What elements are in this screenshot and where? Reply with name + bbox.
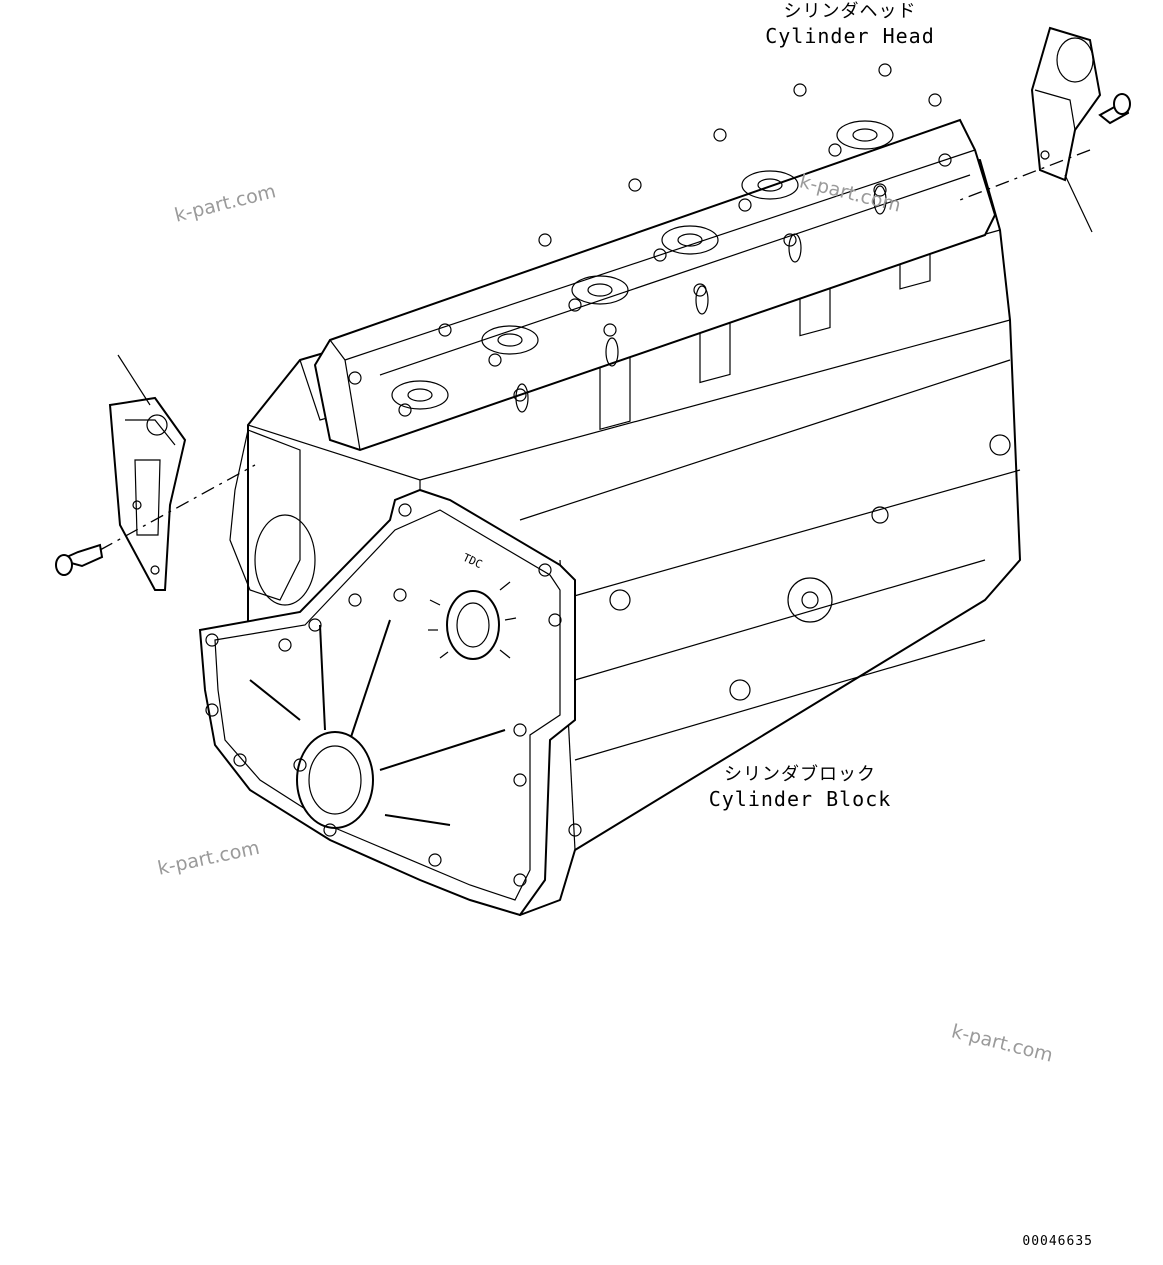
cylinder-block-label-en: Cylinder Block (708, 787, 892, 811)
cylinder-head (313, 63, 997, 452)
front-cover (198, 429, 576, 917)
cylinder-head-label-jp: シリンダヘッド (783, 1, 917, 22)
front-bracket-leader (99, 464, 256, 551)
front-bracket-bolt (55, 543, 104, 576)
rear-bracket-bolt (1098, 93, 1131, 125)
valve-ports (391, 120, 894, 410)
cylinder-block-label: シリンダブロック Cylinder Block (700, 763, 900, 811)
head-bolts (348, 63, 952, 417)
front-lifting-bracket (108, 354, 187, 591)
document-id: 00046635 (1022, 1234, 1093, 1249)
cylinder-block-label-jp: シリンダブロック (724, 764, 876, 785)
cover-bolts (205, 503, 562, 887)
rear-lifting-bracket (1030, 26, 1102, 233)
cylinder-head-label-en: Cylinder Head (765, 24, 935, 48)
cylinder-head-label: シリンダヘッド Cylinder Head (760, 0, 940, 48)
rear-bracket-leader (959, 149, 1091, 201)
tdc-ticks (428, 581, 517, 659)
